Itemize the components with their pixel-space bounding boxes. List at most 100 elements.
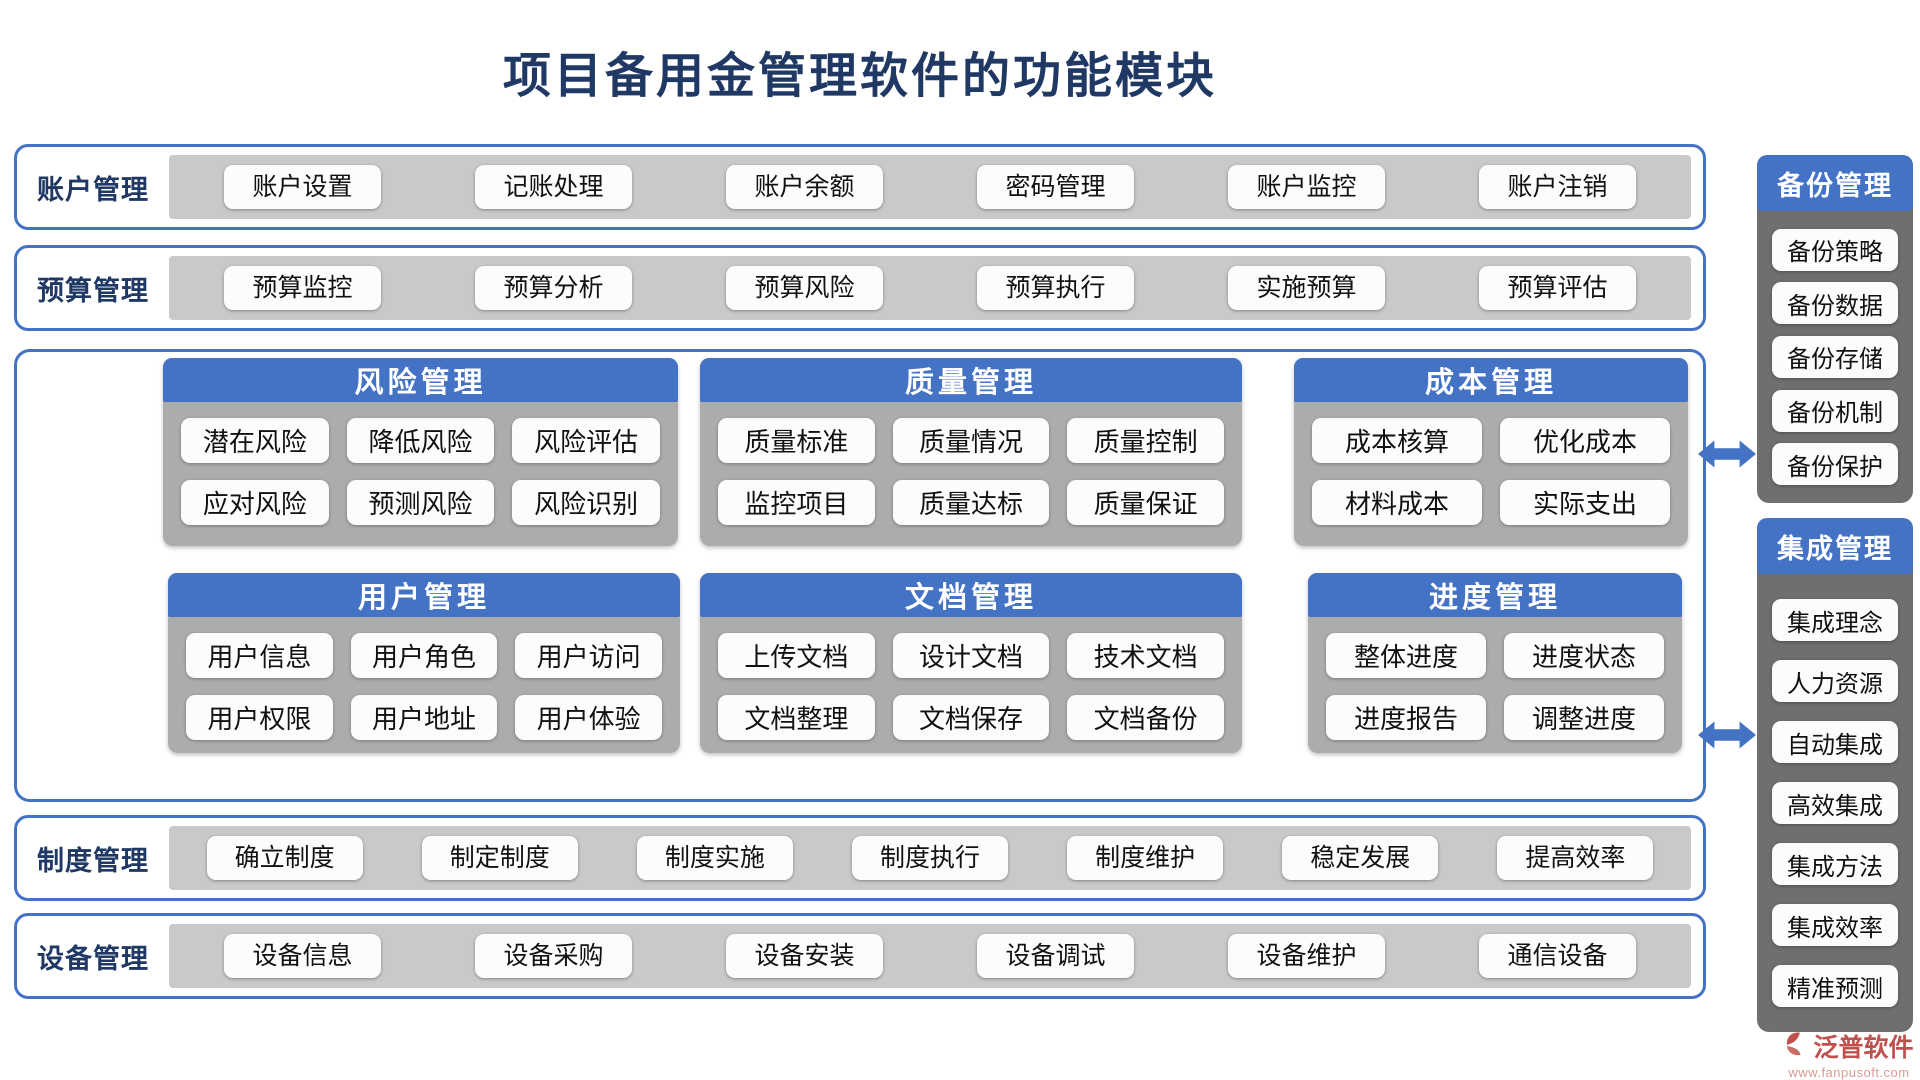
- module-button[interactable]: 潜在风险: [181, 418, 329, 463]
- module-button[interactable]: 用户信息: [186, 633, 333, 678]
- module-button[interactable]: 账户余额: [726, 165, 883, 209]
- module-button[interactable]: 用户体验: [515, 695, 662, 740]
- module-button[interactable]: 文档整理: [718, 695, 875, 740]
- panel-buttons-schedule: 整体进度进度状态进度报告调整进度: [1308, 617, 1682, 756]
- sidebar-item[interactable]: 备份机制: [1772, 389, 1898, 432]
- module-button[interactable]: 优化成本: [1500, 418, 1670, 463]
- panel-schedule-management: 进度管理 整体进度进度状态进度报告调整进度: [1308, 573, 1682, 753]
- module-button[interactable]: 质量情况: [892, 418, 1050, 463]
- module-button[interactable]: 风险评估: [512, 418, 660, 463]
- band-label-budget: 预算管理: [37, 275, 149, 306]
- module-button[interactable]: 调整进度: [1504, 695, 1664, 740]
- module-button[interactable]: 实际支出: [1500, 480, 1670, 525]
- panel-buttons-document: 上传文档设计文档技术文档文档整理文档保存文档备份: [700, 617, 1242, 756]
- module-button[interactable]: 上传文档: [718, 633, 875, 678]
- module-button[interactable]: 进度报告: [1326, 695, 1486, 740]
- band-equipment-management: 设备管理 设备信息设备采购设备安装设备调试设备维护通信设备: [14, 913, 1706, 999]
- sidebar-title-backup: 备份管理: [1757, 155, 1913, 211]
- panel-title-user: 用户管理: [168, 573, 680, 617]
- panel-quality-management: 质量管理 质量标准质量情况质量控制监控项目质量达标质量保证: [700, 358, 1242, 546]
- fanpu-logo: 泛普软件 www.fanpusoft.com: [1782, 1028, 1916, 1080]
- module-button[interactable]: 记账处理: [475, 165, 632, 209]
- module-button[interactable]: 提高效率: [1497, 836, 1654, 880]
- module-button[interactable]: 账户注销: [1479, 165, 1636, 209]
- panel-title-cost: 成本管理: [1294, 358, 1688, 402]
- module-button[interactable]: 材料成本: [1312, 480, 1482, 525]
- sidebar-item[interactable]: 备份数据: [1772, 282, 1898, 325]
- sidebar-item[interactable]: 人力资源: [1772, 660, 1898, 702]
- module-button[interactable]: 设备安装: [726, 934, 883, 978]
- module-button[interactable]: 用户访问: [515, 633, 662, 678]
- module-button[interactable]: 预算风险: [726, 266, 883, 310]
- module-button[interactable]: 设备信息: [224, 934, 381, 978]
- panel-title-document: 文档管理: [700, 573, 1242, 617]
- panel-buttons-risk: 潜在风险降低风险风险评估应对风险预测风险风险识别: [163, 402, 678, 541]
- sidebar-item[interactable]: 备份保护: [1772, 443, 1898, 486]
- double-arrow-icon: [1698, 436, 1756, 472]
- panel-buttons-cost: 成本核算优化成本材料成本实际支出: [1294, 402, 1688, 541]
- module-button[interactable]: 用户权限: [186, 695, 333, 740]
- double-arrow-icon: [1698, 717, 1756, 753]
- module-button[interactable]: 账户监控: [1228, 165, 1385, 209]
- module-button[interactable]: 账户设置: [224, 165, 381, 209]
- module-button[interactable]: 质量达标: [892, 480, 1050, 525]
- module-button[interactable]: 设备采购: [475, 934, 632, 978]
- module-button[interactable]: 技术文档: [1067, 633, 1224, 678]
- module-button[interactable]: 文档备份: [1067, 695, 1224, 740]
- sidebar-item[interactable]: 精准预测: [1772, 965, 1898, 1007]
- module-button[interactable]: 通信设备: [1479, 934, 1636, 978]
- module-button[interactable]: 预算执行: [977, 266, 1134, 310]
- panel-document-management: 文档管理 上传文档设计文档技术文档文档整理文档保存文档备份: [700, 573, 1242, 753]
- panel-risk-management: 风险管理 潜在风险降低风险风险评估应对风险预测风险风险识别: [163, 358, 678, 546]
- sidebar-item[interactable]: 自动集成: [1772, 721, 1898, 763]
- sidebar-title-integration: 集成管理: [1757, 518, 1913, 574]
- module-button[interactable]: 确立制度: [206, 836, 363, 880]
- logo-website-text: www.fanpusoft.com: [1788, 1065, 1910, 1080]
- sidebar-item[interactable]: 备份策略: [1772, 228, 1898, 271]
- sidebar-item[interactable]: 集成效率: [1772, 904, 1898, 946]
- panel-cost-management: 成本管理 成本核算优化成本材料成本实际支出: [1294, 358, 1688, 546]
- module-button[interactable]: 质量控制: [1067, 418, 1224, 463]
- module-button[interactable]: 设备维护: [1228, 934, 1385, 978]
- module-button[interactable]: 稳定发展: [1282, 836, 1439, 880]
- module-button[interactable]: 制度维护: [1067, 836, 1224, 880]
- page-title: 项目备用金管理软件的功能模块: [502, 50, 1217, 103]
- module-button[interactable]: 制度执行: [851, 836, 1008, 880]
- module-button[interactable]: 成本核算: [1312, 418, 1482, 463]
- module-button[interactable]: 预算监控: [224, 266, 381, 310]
- module-button[interactable]: 密码管理: [977, 165, 1134, 209]
- panel-title-schedule: 进度管理: [1308, 573, 1682, 617]
- module-button[interactable]: 预测风险: [346, 480, 495, 525]
- band-buttons-account: 账户设置 记账处理 账户余额 密码管理 账户监控 账户注销: [169, 155, 1691, 219]
- module-button[interactable]: 预算评估: [1479, 266, 1636, 310]
- module-button[interactable]: 风险识别: [512, 480, 660, 525]
- fanpu-logo-icon: [1784, 1031, 1810, 1062]
- module-button[interactable]: 质量保证: [1067, 480, 1224, 525]
- sidebar-item[interactable]: 高效集成: [1772, 782, 1898, 824]
- sidebar-item[interactable]: 备份存储: [1772, 335, 1898, 378]
- module-button[interactable]: 进度状态: [1504, 633, 1664, 678]
- sidebar-backup-management: 备份管理 备份策略备份数据备份存储备份机制备份保护: [1757, 155, 1913, 503]
- band-label-policy: 制度管理: [37, 845, 149, 876]
- module-button[interactable]: 预算分析: [475, 266, 632, 310]
- module-button[interactable]: 设备调试: [977, 934, 1134, 978]
- band-policy-management: 制度管理 确立制度 制定制度 制度实施 制度执行 制度维护 稳定发展 提高效率: [14, 815, 1706, 901]
- module-button[interactable]: 用户地址: [350, 695, 498, 740]
- module-button[interactable]: 实施预算: [1228, 266, 1385, 310]
- module-button[interactable]: 应对风险: [181, 480, 329, 525]
- sidebar-integration-management: 集成管理 集成理念人力资源自动集成高效集成集成方法集成效率精准预测: [1757, 518, 1913, 1032]
- module-button[interactable]: 文档保存: [892, 695, 1050, 740]
- panel-user-management: 用户管理 用户信息用户角色用户访问用户权限用户地址用户体验: [168, 573, 680, 753]
- sidebar-item[interactable]: 集成方法: [1772, 843, 1898, 885]
- module-button[interactable]: 质量标准: [718, 418, 875, 463]
- sidebar-items-integration: 集成理念人力资源自动集成高效集成集成方法集成效率精准预测: [1757, 574, 1913, 1032]
- module-button[interactable]: 整体进度: [1326, 633, 1486, 678]
- sidebar-item[interactable]: 集成理念: [1772, 599, 1898, 641]
- module-button[interactable]: 制度实施: [636, 836, 793, 880]
- module-button[interactable]: 降低风险: [346, 418, 495, 463]
- module-button[interactable]: 用户角色: [350, 633, 498, 678]
- module-button[interactable]: 设计文档: [892, 633, 1050, 678]
- module-button[interactable]: 监控项目: [718, 480, 875, 525]
- module-button[interactable]: 制定制度: [421, 836, 578, 880]
